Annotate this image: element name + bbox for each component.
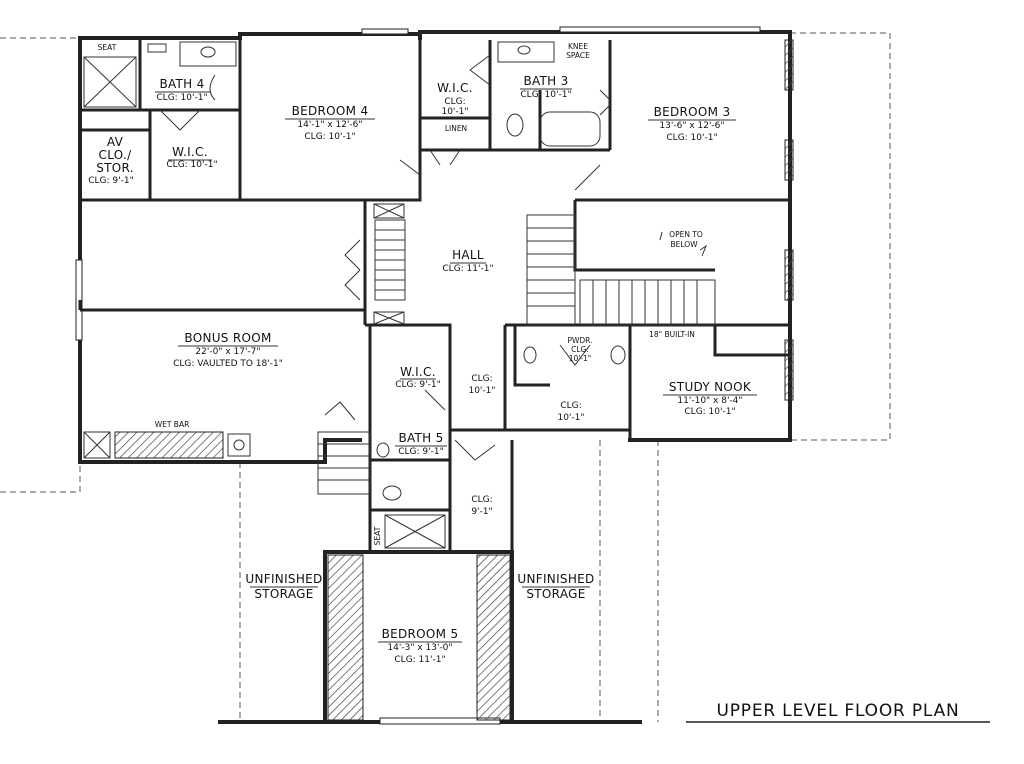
clg-a-l1: CLG: [471, 374, 492, 384]
open-l2: BELOW [670, 240, 698, 249]
bedroom4-size: 14'-1" x 12'-6" [297, 120, 362, 130]
storage-left-l2: STORAGE [254, 587, 313, 601]
fixtures [83, 41, 626, 549]
pwdr-clg1: CLG: [571, 345, 589, 354]
bath3-name: BATH 3 [523, 74, 568, 88]
clg-b-l1: CLG: [560, 401, 581, 411]
storage-left-l1: UNFINISHED [245, 572, 322, 586]
wic-a-clg: CLG: 10'-1" [166, 160, 217, 170]
bedroom3-name: BEDROOM 3 [654, 105, 731, 119]
bath3-clg: CLG: 10'-1" [520, 90, 571, 100]
storage-right-l1: UNFINISHED [517, 572, 594, 586]
wic-b-name: W.I.C. [437, 81, 473, 95]
bedroom5-clg: CLG: 11'-1" [394, 655, 445, 665]
bonus-name: BONUS ROOM [184, 331, 271, 345]
bedroom3-clg: CLG: 10'-1" [666, 133, 717, 143]
bedroom4-clg: CLG: 10'-1" [304, 132, 355, 142]
label-underlines [155, 88, 757, 643]
seat-a-label: SEAT [98, 43, 117, 52]
wic-c-clg: CLG: 9'-1" [395, 380, 440, 390]
wic-a-name: W.I.C. [172, 145, 208, 159]
knee-wall-right [476, 554, 511, 721]
av-l3: STOR. [96, 161, 134, 175]
linen-label: LINEN [445, 124, 467, 133]
study-clg: CLG: 10'-1" [684, 407, 735, 417]
study-name: STUDY NOOK [669, 380, 752, 394]
av-clg: CLG: 9'-1" [88, 176, 133, 186]
bonus-size: 22'-0" x 17'-7" [195, 347, 260, 357]
clg-b-l2: 10'-1" [557, 413, 584, 423]
bedroom5-size: 14'-3" x 13'-0" [387, 643, 452, 653]
av-l2: CLO./ [99, 148, 133, 162]
study-size: 11'-10" x 8'-4" [677, 396, 742, 406]
builtin-label: 18" BUILT-IN [649, 330, 695, 339]
pwdr-clg2: 10'-1" [569, 354, 592, 363]
wic-b-clg1: CLG: [444, 97, 465, 107]
knee-l1: KNEE [568, 42, 588, 51]
room-labels: BEDROOM 4 14'-1" x 12'-6" CLG: 10'-1" BA… [88, 42, 752, 665]
knee-l2: SPACE [566, 51, 590, 60]
plan-title: UPPER LEVEL FLOOR PLAN [716, 701, 959, 721]
bath5-name: BATH 5 [398, 431, 443, 445]
storage-right-l2: STORAGE [526, 587, 585, 601]
wic-c-name: W.I.C. [400, 365, 436, 379]
wetbar-label: WET BAR [155, 420, 190, 429]
bath4-name: BATH 4 [159, 77, 204, 91]
bath4-clg: CLG: 10'-1" [156, 93, 207, 103]
wic-b-clg2: 10'-1" [441, 107, 468, 117]
doors [159, 54, 611, 461]
bedroom4-name: BEDROOM 4 [292, 104, 369, 118]
hall-clg: CLG: 11'-1" [442, 264, 493, 274]
hall-name: HALL [452, 248, 484, 262]
clg-c-l2: 9'-1" [471, 507, 492, 517]
lower-level-outline [0, 32, 891, 722]
open-l1: OPEN TO [669, 230, 703, 239]
pwdr-name: PWDR. [567, 336, 592, 345]
seat-b-label: SEAT [373, 526, 382, 545]
bonus-clg: CLG: VAULTED TO 18'-1" [173, 359, 283, 369]
clg-c-l1: CLG: [471, 495, 492, 505]
clg-a-l2: 10'-1" [468, 386, 495, 396]
stairs [317, 214, 716, 495]
bedroom5-name: BEDROOM 5 [382, 627, 459, 641]
knee-wall-left [327, 554, 364, 721]
bedroom3-size: 13'-6" x 12'-6" [659, 121, 724, 131]
open-to-below-arrow [659, 231, 708, 257]
bath5-clg: CLG: 9'-1" [398, 447, 443, 457]
av-l1: AV [107, 135, 124, 149]
